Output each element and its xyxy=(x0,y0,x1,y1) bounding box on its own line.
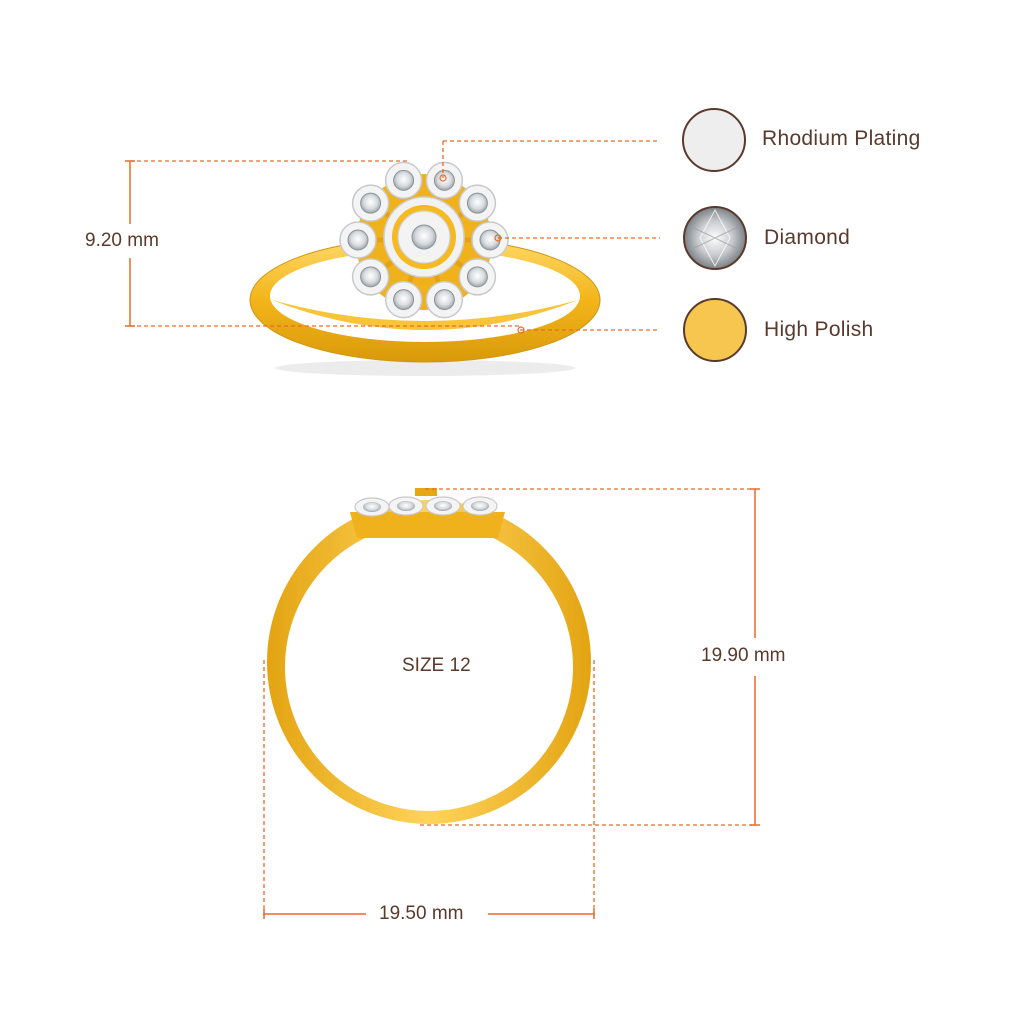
top-view-ring xyxy=(249,161,601,376)
legend-label-diamond: Diamond xyxy=(764,226,851,249)
legend-label-rhodium: Rhodium Plating xyxy=(762,127,921,150)
dimension-lines xyxy=(125,140,760,919)
side-view-ring xyxy=(267,488,591,824)
legend-swatches xyxy=(682,108,747,362)
bezel-stone xyxy=(384,161,423,200)
side-width-label: 19.50 mm xyxy=(375,903,468,925)
bezel-stone xyxy=(458,184,497,222)
flower-head xyxy=(339,161,509,319)
bezel-stone xyxy=(425,280,464,319)
bezel-stone xyxy=(458,258,497,296)
rhodium-swatch-icon xyxy=(682,108,746,172)
legend-label-high-polish: High Polish xyxy=(764,318,874,341)
side-bezel-stone xyxy=(354,497,390,517)
bezel-stone xyxy=(351,184,390,222)
bezel-stone xyxy=(471,221,509,259)
bezel-stone xyxy=(339,221,377,259)
gold-swatch-icon xyxy=(683,298,747,362)
ring-size-label: SIZE 12 xyxy=(402,655,471,676)
top-height-label: 9.20 mm xyxy=(81,230,163,252)
bezel-stone xyxy=(351,258,390,296)
side-bezel-stone xyxy=(462,496,498,516)
side-height-label: 19.90 mm xyxy=(697,645,790,667)
side-bezel-stone xyxy=(388,496,424,516)
bezel-stone xyxy=(384,280,423,319)
side-bezel-stone xyxy=(425,496,461,516)
diamond-swatch-icon xyxy=(683,206,747,270)
